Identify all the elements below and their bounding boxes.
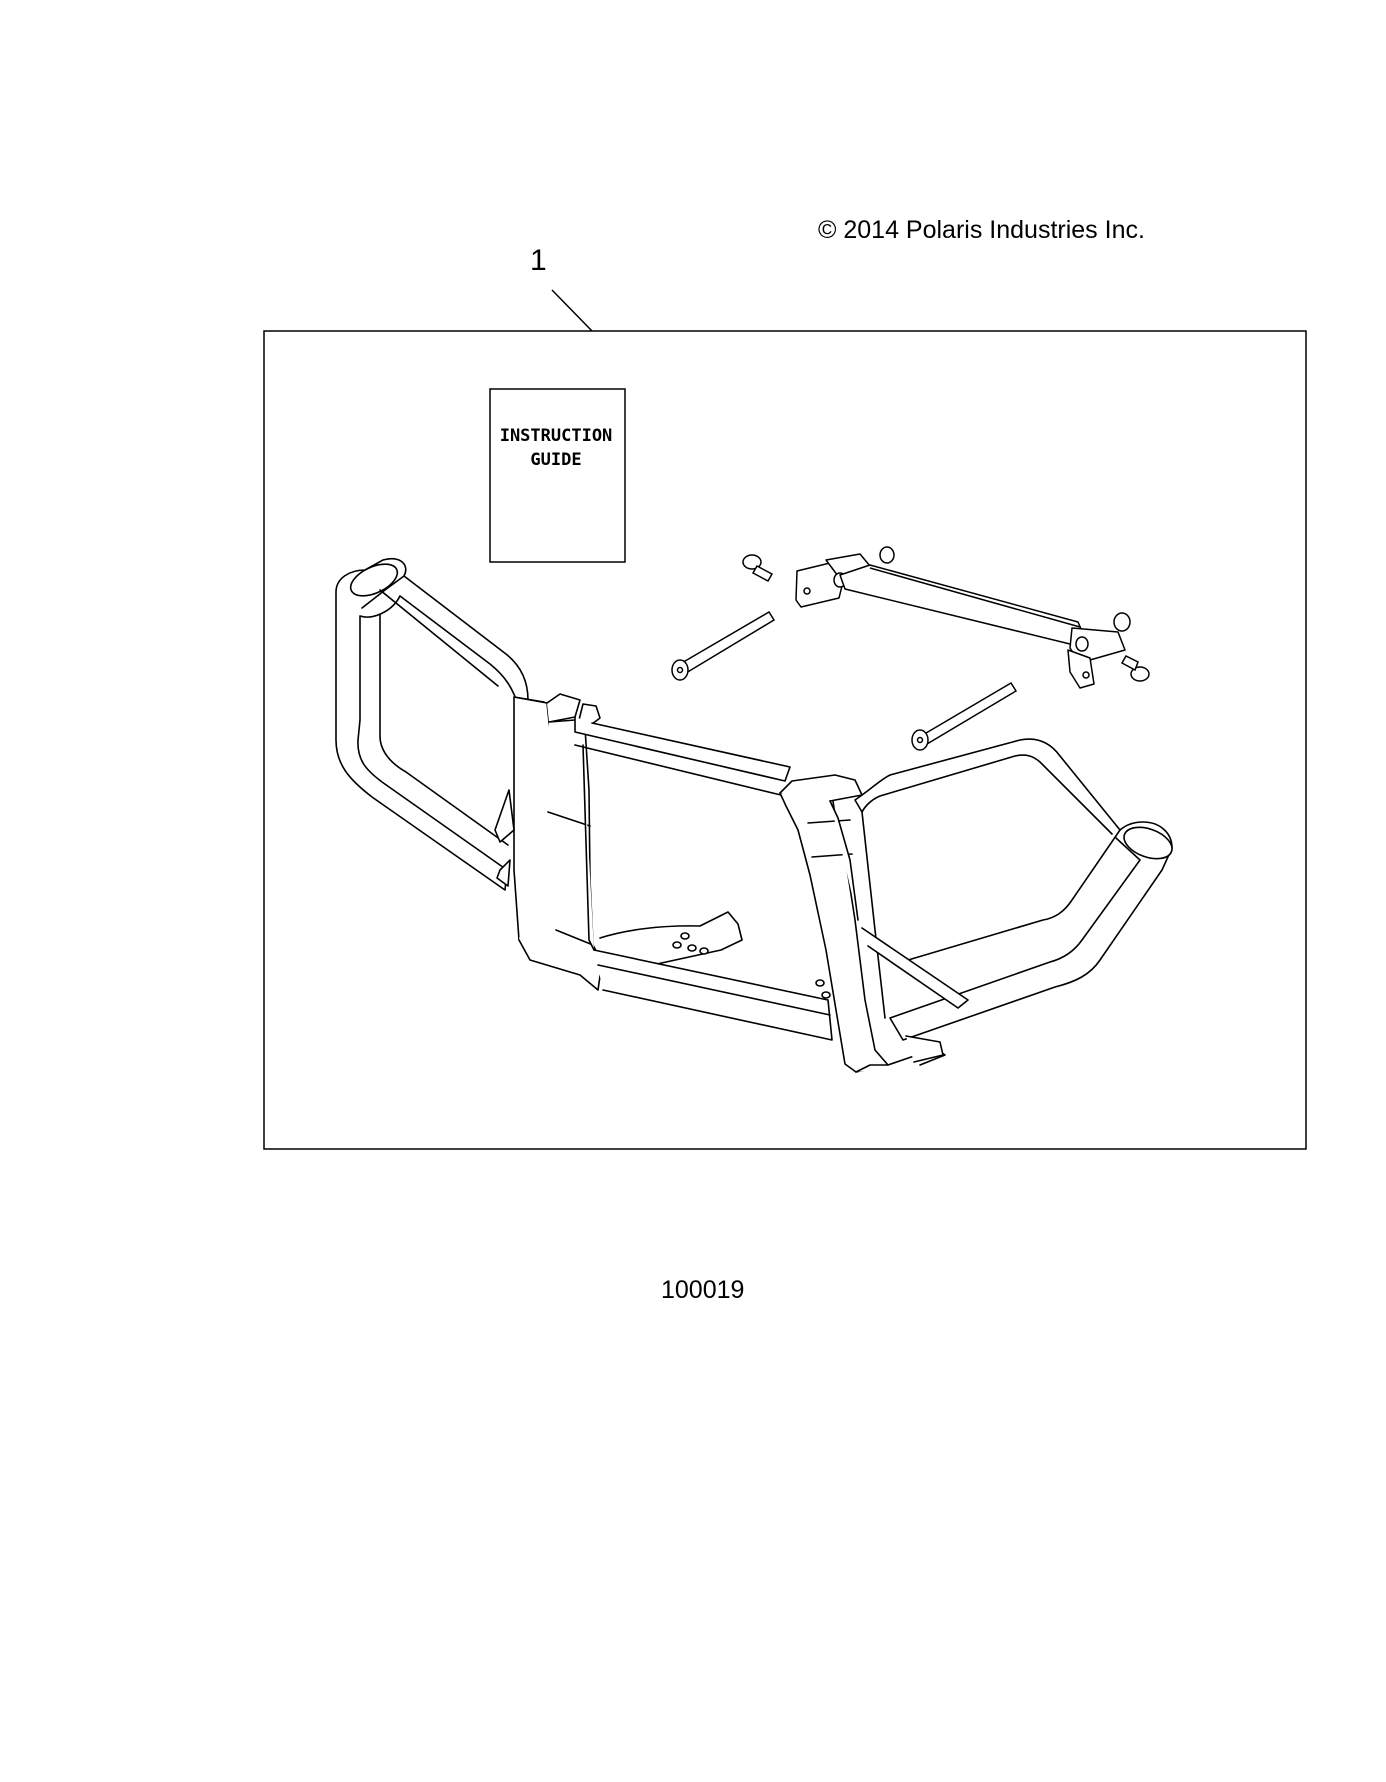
bolt-long-lower — [911, 681, 1018, 751]
guide-text-line1: INSTRUCTION — [500, 426, 613, 446]
guide-text-line2: GUIDE — [530, 450, 581, 470]
mounting-bracket — [795, 546, 1131, 689]
instruction-guide: INSTRUCTION GUIDE — [489, 388, 626, 563]
callout-leader — [551, 289, 593, 332]
callout-number-1: 1 — [530, 244, 547, 277]
brush-guard — [335, 558, 1173, 1073]
bolt-small-upper — [742, 554, 774, 583]
bolt-long-upper — [671, 610, 776, 681]
copyright-text: © 2014 Polaris Industries Inc. — [818, 216, 1145, 244]
figure-id: 100019 — [661, 1276, 745, 1304]
kit-frame — [263, 330, 1307, 1150]
bolt-small-lower — [1120, 655, 1150, 682]
